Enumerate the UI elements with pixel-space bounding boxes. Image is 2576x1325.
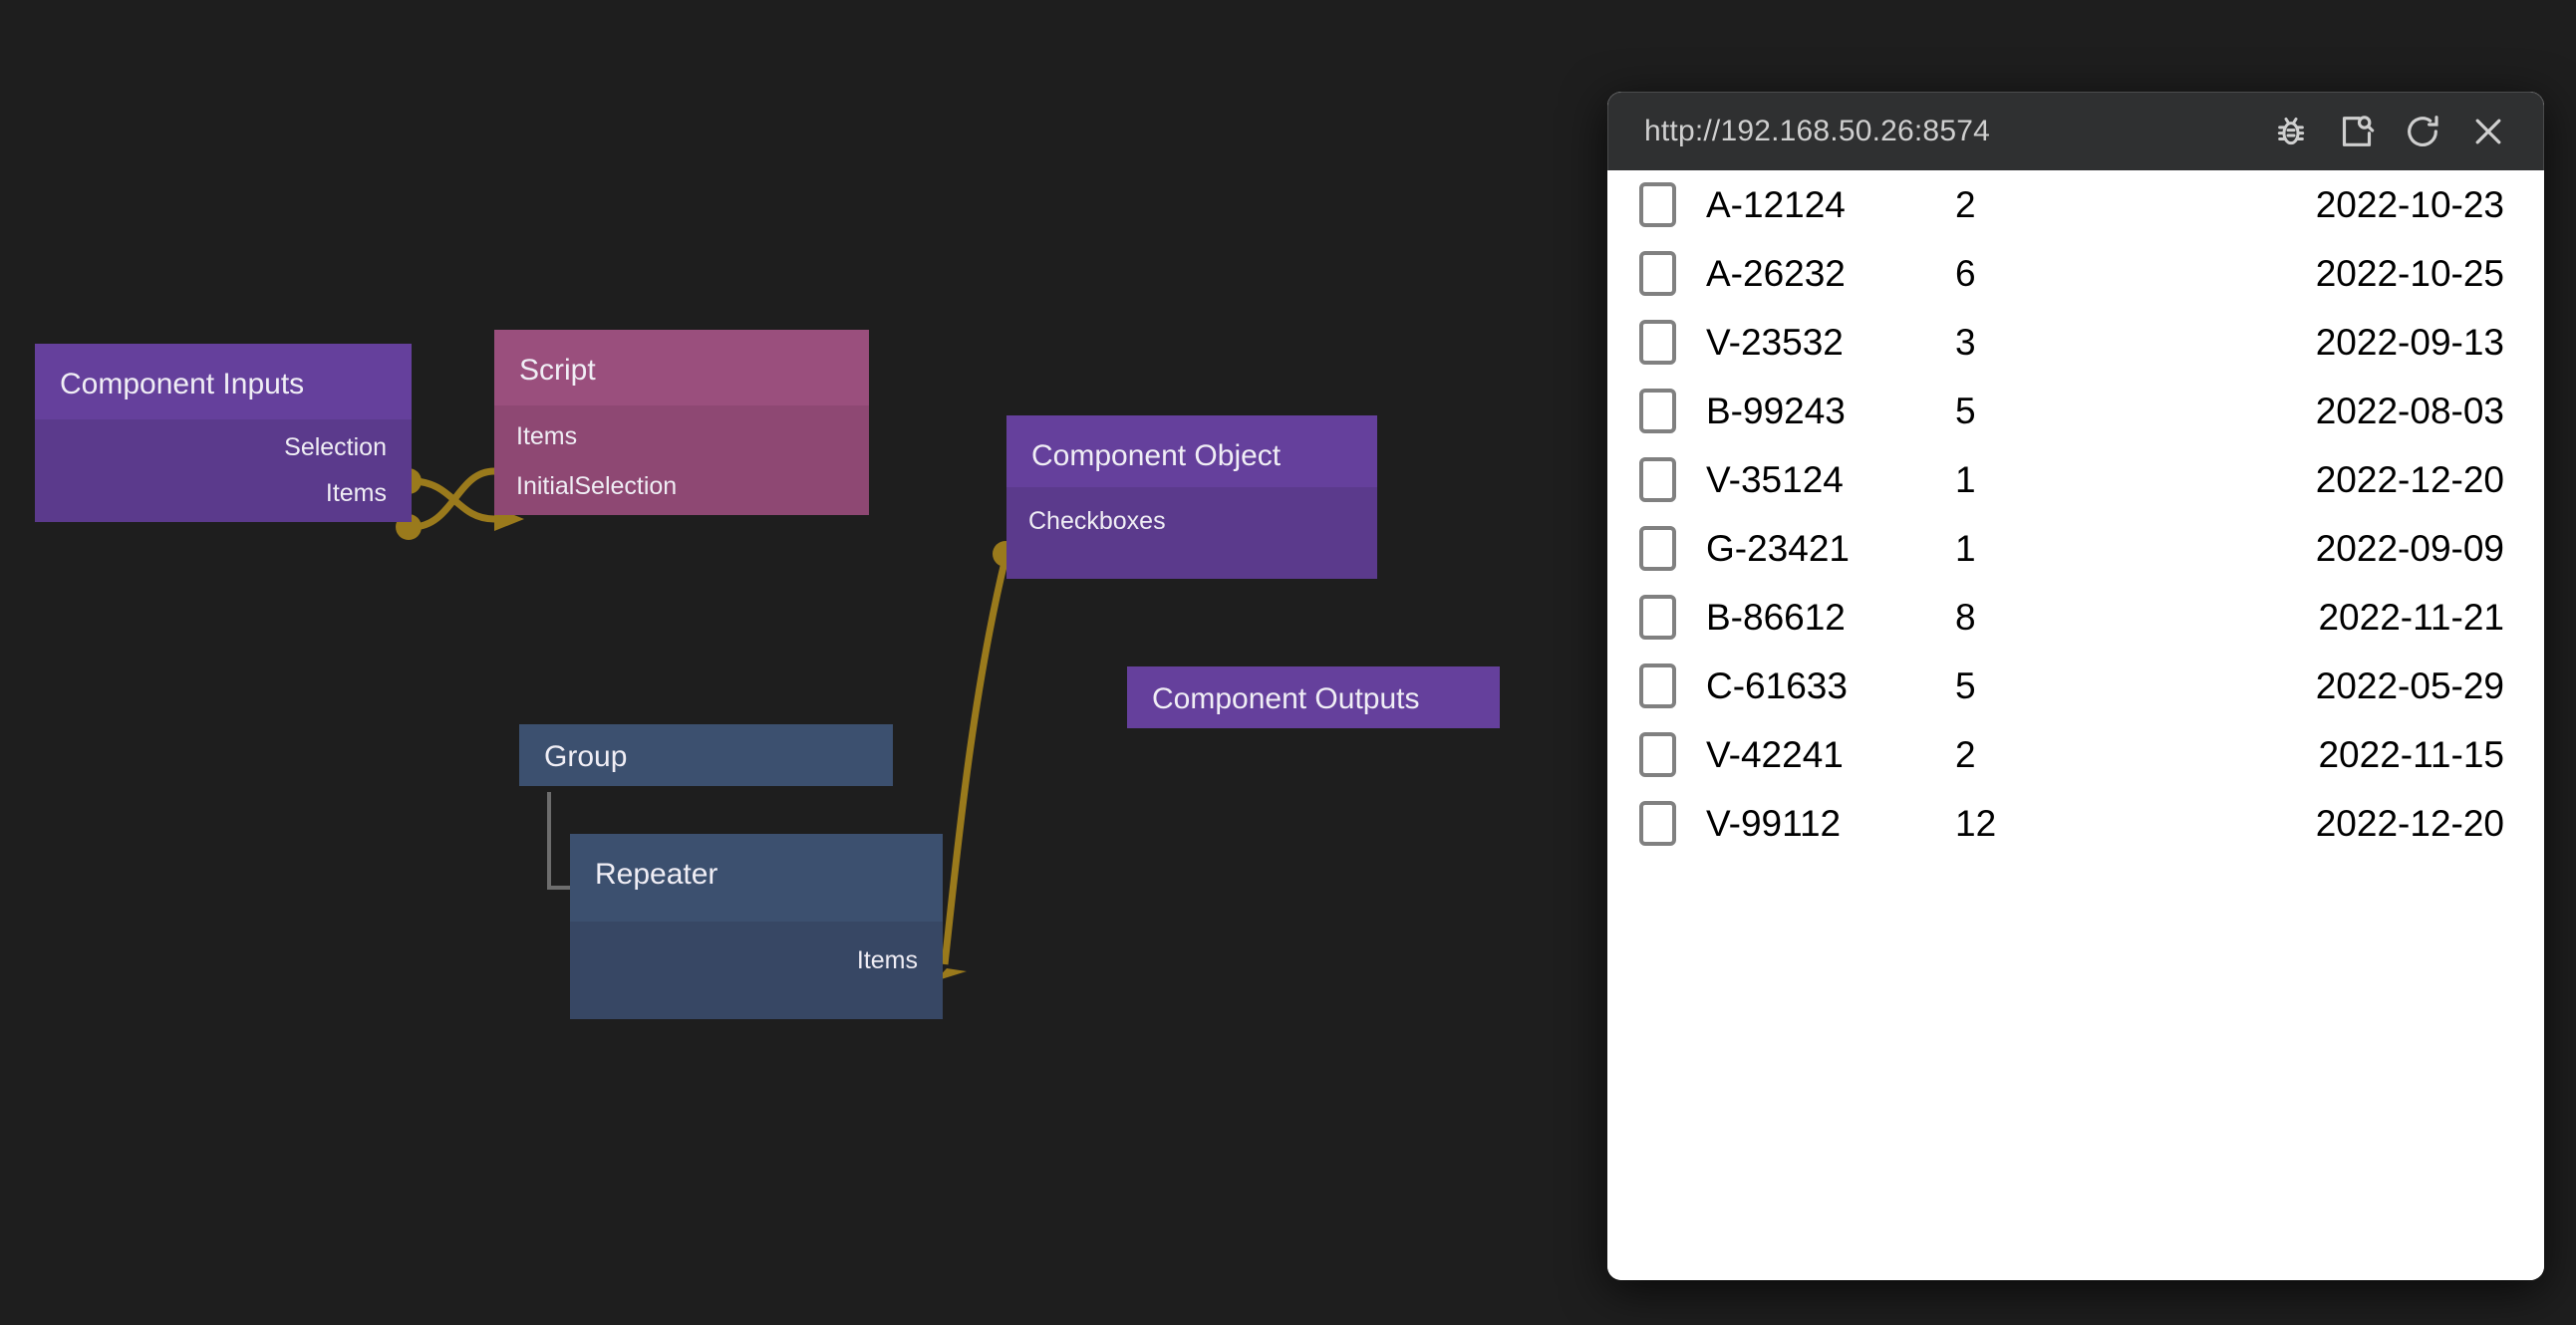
node-title: Component Outputs [1152,682,1420,715]
table-row[interactable]: A-26232 6 2022-10-25 [1607,239,2544,308]
cell-quantity: 1 [1955,527,1976,569]
cell-quantity: 8 [1955,596,1976,638]
row-checkbox[interactable] [1639,801,1676,846]
node-component-inputs[interactable]: Component Inputs Selection Items [35,344,412,522]
node-title: Repeater [570,834,943,922]
table-row[interactable]: V-35124 1 2022-12-20 [1607,445,2544,514]
port-items[interactable]: Items [325,479,387,507]
table-row[interactable]: B-99243 5 2022-08-03 [1607,377,2544,445]
row-checkbox[interactable] [1639,526,1676,571]
node-component-object[interactable]: Component Object Checkboxes [1006,415,1377,579]
port-initial-selection[interactable]: InitialSelection [516,472,678,500]
cell-id: V-42241 [1706,733,1844,775]
row-checkbox[interactable] [1639,663,1676,708]
node-group[interactable]: Group [519,724,893,786]
cell-id: V-35124 [1706,458,1844,500]
node-title: Component Inputs [35,344,412,419]
table-row[interactable]: V-99112 12 2022-12-20 [1607,789,2544,858]
node-body: Selection Items [35,419,412,522]
close-icon[interactable] [2459,103,2517,160]
row-checkbox[interactable] [1639,251,1676,296]
cell-id: B-86612 [1706,596,1846,638]
node-component-outputs[interactable]: Component Outputs [1127,666,1500,728]
group-tree-connector [547,792,575,890]
row-checkbox[interactable] [1639,182,1676,227]
cell-date: 2022-11-15 [2318,733,2504,775]
row-checkbox[interactable] [1639,389,1676,433]
cell-date: 2022-09-13 [2315,321,2504,363]
row-checkbox[interactable] [1639,732,1676,777]
port-selection[interactable]: Selection [284,433,387,461]
node-script[interactable]: Script Items InitialSelection [494,330,869,515]
node-title: Group [544,740,628,773]
cell-date: 2022-09-09 [2315,527,2504,569]
node-title: Script [494,330,869,405]
cell-quantity: 2 [1955,733,1976,775]
port-items[interactable]: Items [856,946,918,974]
row-checkbox[interactable] [1639,320,1676,365]
table-row[interactable]: V-42241 2 2022-11-15 [1607,720,2544,789]
cell-date: 2022-12-20 [2315,458,2504,500]
cell-quantity: 1 [1955,458,1976,500]
row-checkbox[interactable] [1639,457,1676,502]
node-body: Items InitialSelection [494,405,869,515]
browser-preview-panel[interactable]: http://192.168.50.26:8574 [1607,92,2544,1280]
port-checkboxes[interactable]: Checkboxes [1028,507,1166,535]
table-row[interactable]: G-23421 1 2022-09-09 [1607,514,2544,583]
cell-id: A-26232 [1706,252,1846,294]
page-inspect-icon[interactable] [2328,103,2386,160]
cell-quantity: 5 [1955,664,1976,706]
node-body: Checkboxes [1006,487,1377,579]
cell-id: A-12124 [1706,183,1846,225]
browser-panel-header: http://192.168.50.26:8574 [1607,92,2544,170]
table-row[interactable]: C-61633 5 2022-05-29 [1607,652,2544,720]
port-items[interactable]: Items [516,422,578,450]
url-text[interactable]: http://192.168.50.26:8574 [1644,115,1990,147]
node-body: Items [570,922,943,1019]
cell-id: G-23421 [1706,527,1850,569]
cell-quantity: 12 [1955,802,1997,844]
cell-quantity: 2 [1955,183,1976,225]
cell-id: V-23532 [1706,321,1844,363]
cell-date: 2022-10-25 [2315,252,2504,294]
node-repeater[interactable]: Repeater Items [570,834,943,1019]
cell-quantity: 3 [1955,321,1976,363]
cell-id: V-99112 [1706,802,1842,844]
cell-date: 2022-10-23 [2315,183,2504,225]
table-row[interactable]: A-12124 2 2022-10-23 [1607,170,2544,239]
cell-date: 2022-12-20 [2315,802,2504,844]
table-row[interactable]: V-23532 3 2022-09-13 [1607,308,2544,377]
table-row[interactable]: B-86612 8 2022-11-21 [1607,583,2544,652]
cell-date: 2022-05-29 [2315,664,2504,706]
node-title: Component Object [1006,415,1377,487]
cell-id: B-99243 [1706,390,1846,431]
row-checkbox[interactable] [1639,595,1676,640]
cell-date: 2022-11-21 [2318,596,2504,638]
cell-date: 2022-08-03 [2315,390,2504,431]
cell-quantity: 5 [1955,390,1976,431]
reload-icon[interactable] [2394,103,2451,160]
cell-id: C-61633 [1706,664,1848,706]
cell-quantity: 6 [1955,252,1976,294]
bug-icon[interactable] [2262,103,2320,160]
